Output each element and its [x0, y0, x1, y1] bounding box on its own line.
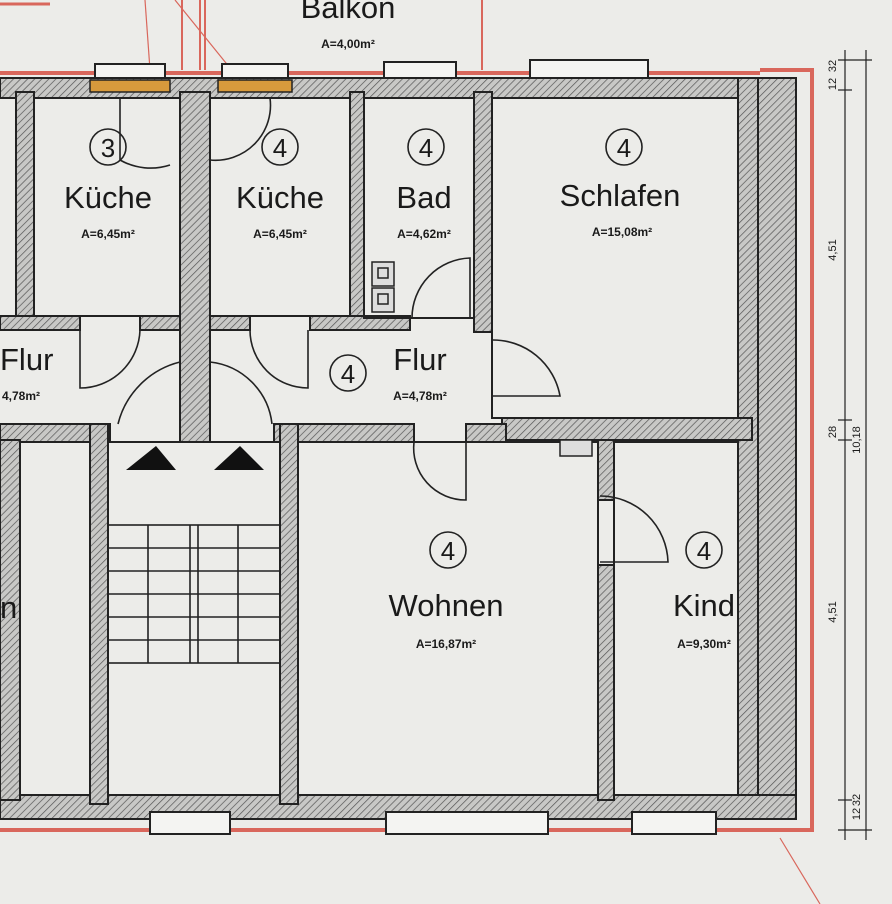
walls — [0, 77, 797, 820]
room-name-bad: Bad — [396, 180, 451, 215]
dim-lower-span: 4,51 — [827, 601, 839, 622]
unit-number: 4 — [273, 133, 287, 163]
unit-number: 4 — [697, 536, 711, 566]
unit-circles — [89, 128, 723, 569]
room-name-flur-left: Flur — [0, 342, 53, 377]
stair-arrow-left-icon — [126, 446, 176, 470]
windows — [89, 59, 717, 835]
dim-top-small-b: 12 — [827, 78, 839, 90]
staircase — [107, 446, 281, 664]
bath-fixtures — [371, 261, 593, 457]
room-outlines — [19, 97, 739, 796]
room-name-kueche-3: Küche — [64, 180, 152, 215]
room-name-wohnen: Wohnen — [389, 588, 504, 623]
dim-upper-span: 4,51 — [827, 239, 839, 260]
room-name-flur: Flur — [393, 342, 446, 377]
stair-arrow-right-icon — [214, 446, 264, 470]
dim-mid-wall: 28 — [827, 426, 839, 438]
unit-number: 4 — [617, 133, 631, 163]
room-name-left-partial: n — [0, 590, 17, 625]
unit-number: 4 — [341, 359, 355, 389]
unit-number: 4 — [441, 536, 455, 566]
dimension-chain — [838, 50, 872, 840]
room-name-balkon: Balkon — [301, 0, 396, 25]
dim-bottom-small-a: 12 — [851, 808, 863, 820]
red-diagonal — [779, 837, 821, 904]
doors — [79, 97, 669, 563]
room-area-flur: A=4,78m² — [393, 389, 447, 403]
unit-number: 4 — [419, 133, 433, 163]
room-name-kueche-4: Küche — [236, 180, 324, 215]
unit-number: 3 — [101, 133, 115, 163]
room-area-kueche-4: A=6,45m² — [253, 227, 307, 241]
room-area-kind: A=9,30m² — [677, 637, 731, 651]
room-name-kind: Kind — [673, 588, 735, 623]
room-area-wohnen: A=16,87m² — [416, 637, 476, 651]
room-area-bad: A=4,62m² — [397, 227, 451, 241]
room-name-schlafen: Schlafen — [560, 178, 681, 213]
room-area-balkon: A=4,00m² — [321, 37, 375, 51]
dim-top-small-a: 32 — [827, 60, 839, 72]
room-area-schlafen: A=15,08m² — [592, 225, 652, 239]
dim-total: 10,18 — [851, 426, 863, 454]
room-area-flur-left: 4,78m² — [2, 389, 40, 403]
room-area-kueche-3: A=6,45m² — [81, 227, 135, 241]
dim-bottom-small-b: 32 — [851, 794, 863, 806]
